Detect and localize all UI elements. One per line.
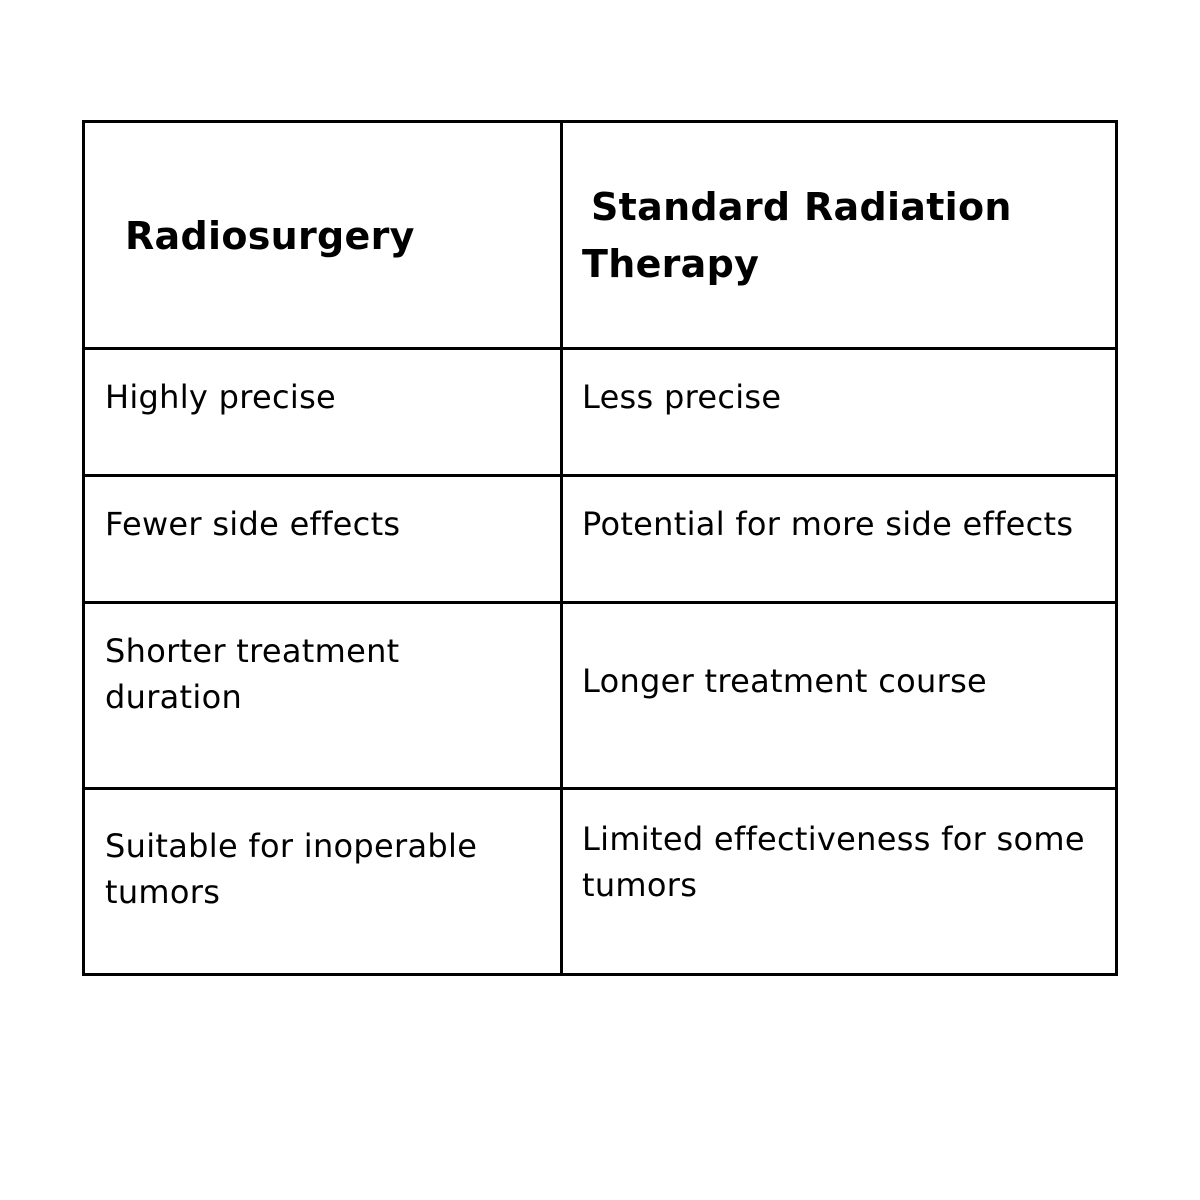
header-label-standard-line1: Standard Radiation — [591, 185, 1012, 229]
comparison-table: Radiosurgery Standard Radiation Therapy … — [82, 120, 1118, 976]
cell-text: duration — [105, 678, 243, 716]
header-cell-radiosurgery: Radiosurgery — [85, 123, 563, 347]
cell-text: Highly precise — [105, 378, 337, 416]
cell-text: Potential for more side effects — [582, 505, 1074, 543]
header-cell-standard-radiation-therapy: Standard Radiation Therapy — [563, 123, 1115, 347]
cell-text: Less precise — [582, 378, 782, 416]
table-row: Suitable for inoperable tumors Limited e… — [85, 787, 1115, 973]
table-cell: Potential for more side effects — [563, 477, 1115, 601]
table-cell: Fewer side effects — [85, 477, 563, 601]
cell-text: Longer treatment course — [582, 662, 988, 700]
table-header-row: Radiosurgery Standard Radiation Therapy — [85, 123, 1115, 347]
header-label-radiosurgery: Radiosurgery — [125, 214, 415, 258]
table-row: Highly precise Less precise — [85, 347, 1115, 474]
cell-text: Fewer side effects — [105, 505, 401, 543]
cell-text: Suitable for inoperable — [105, 827, 478, 865]
table-cell: Highly precise — [85, 350, 563, 474]
table-cell: Limited effectiveness for some tumors — [563, 790, 1115, 973]
cell-text: Shorter treatment — [105, 632, 400, 670]
table-row: Shorter treatment duration Longer treatm… — [85, 601, 1115, 787]
table-cell: Less precise — [563, 350, 1115, 474]
table-cell: Shorter treatment duration — [85, 604, 563, 787]
header-label-standard-line2: Therapy — [582, 242, 760, 286]
cell-text: tumors — [105, 873, 221, 911]
table-row: Fewer side effects Potential for more si… — [85, 474, 1115, 601]
cell-text: tumors — [582, 866, 698, 904]
cell-text: Limited effectiveness for some — [582, 820, 1085, 858]
table-cell: Suitable for inoperable tumors — [85, 790, 563, 973]
table-cell: Longer treatment course — [563, 604, 1115, 787]
